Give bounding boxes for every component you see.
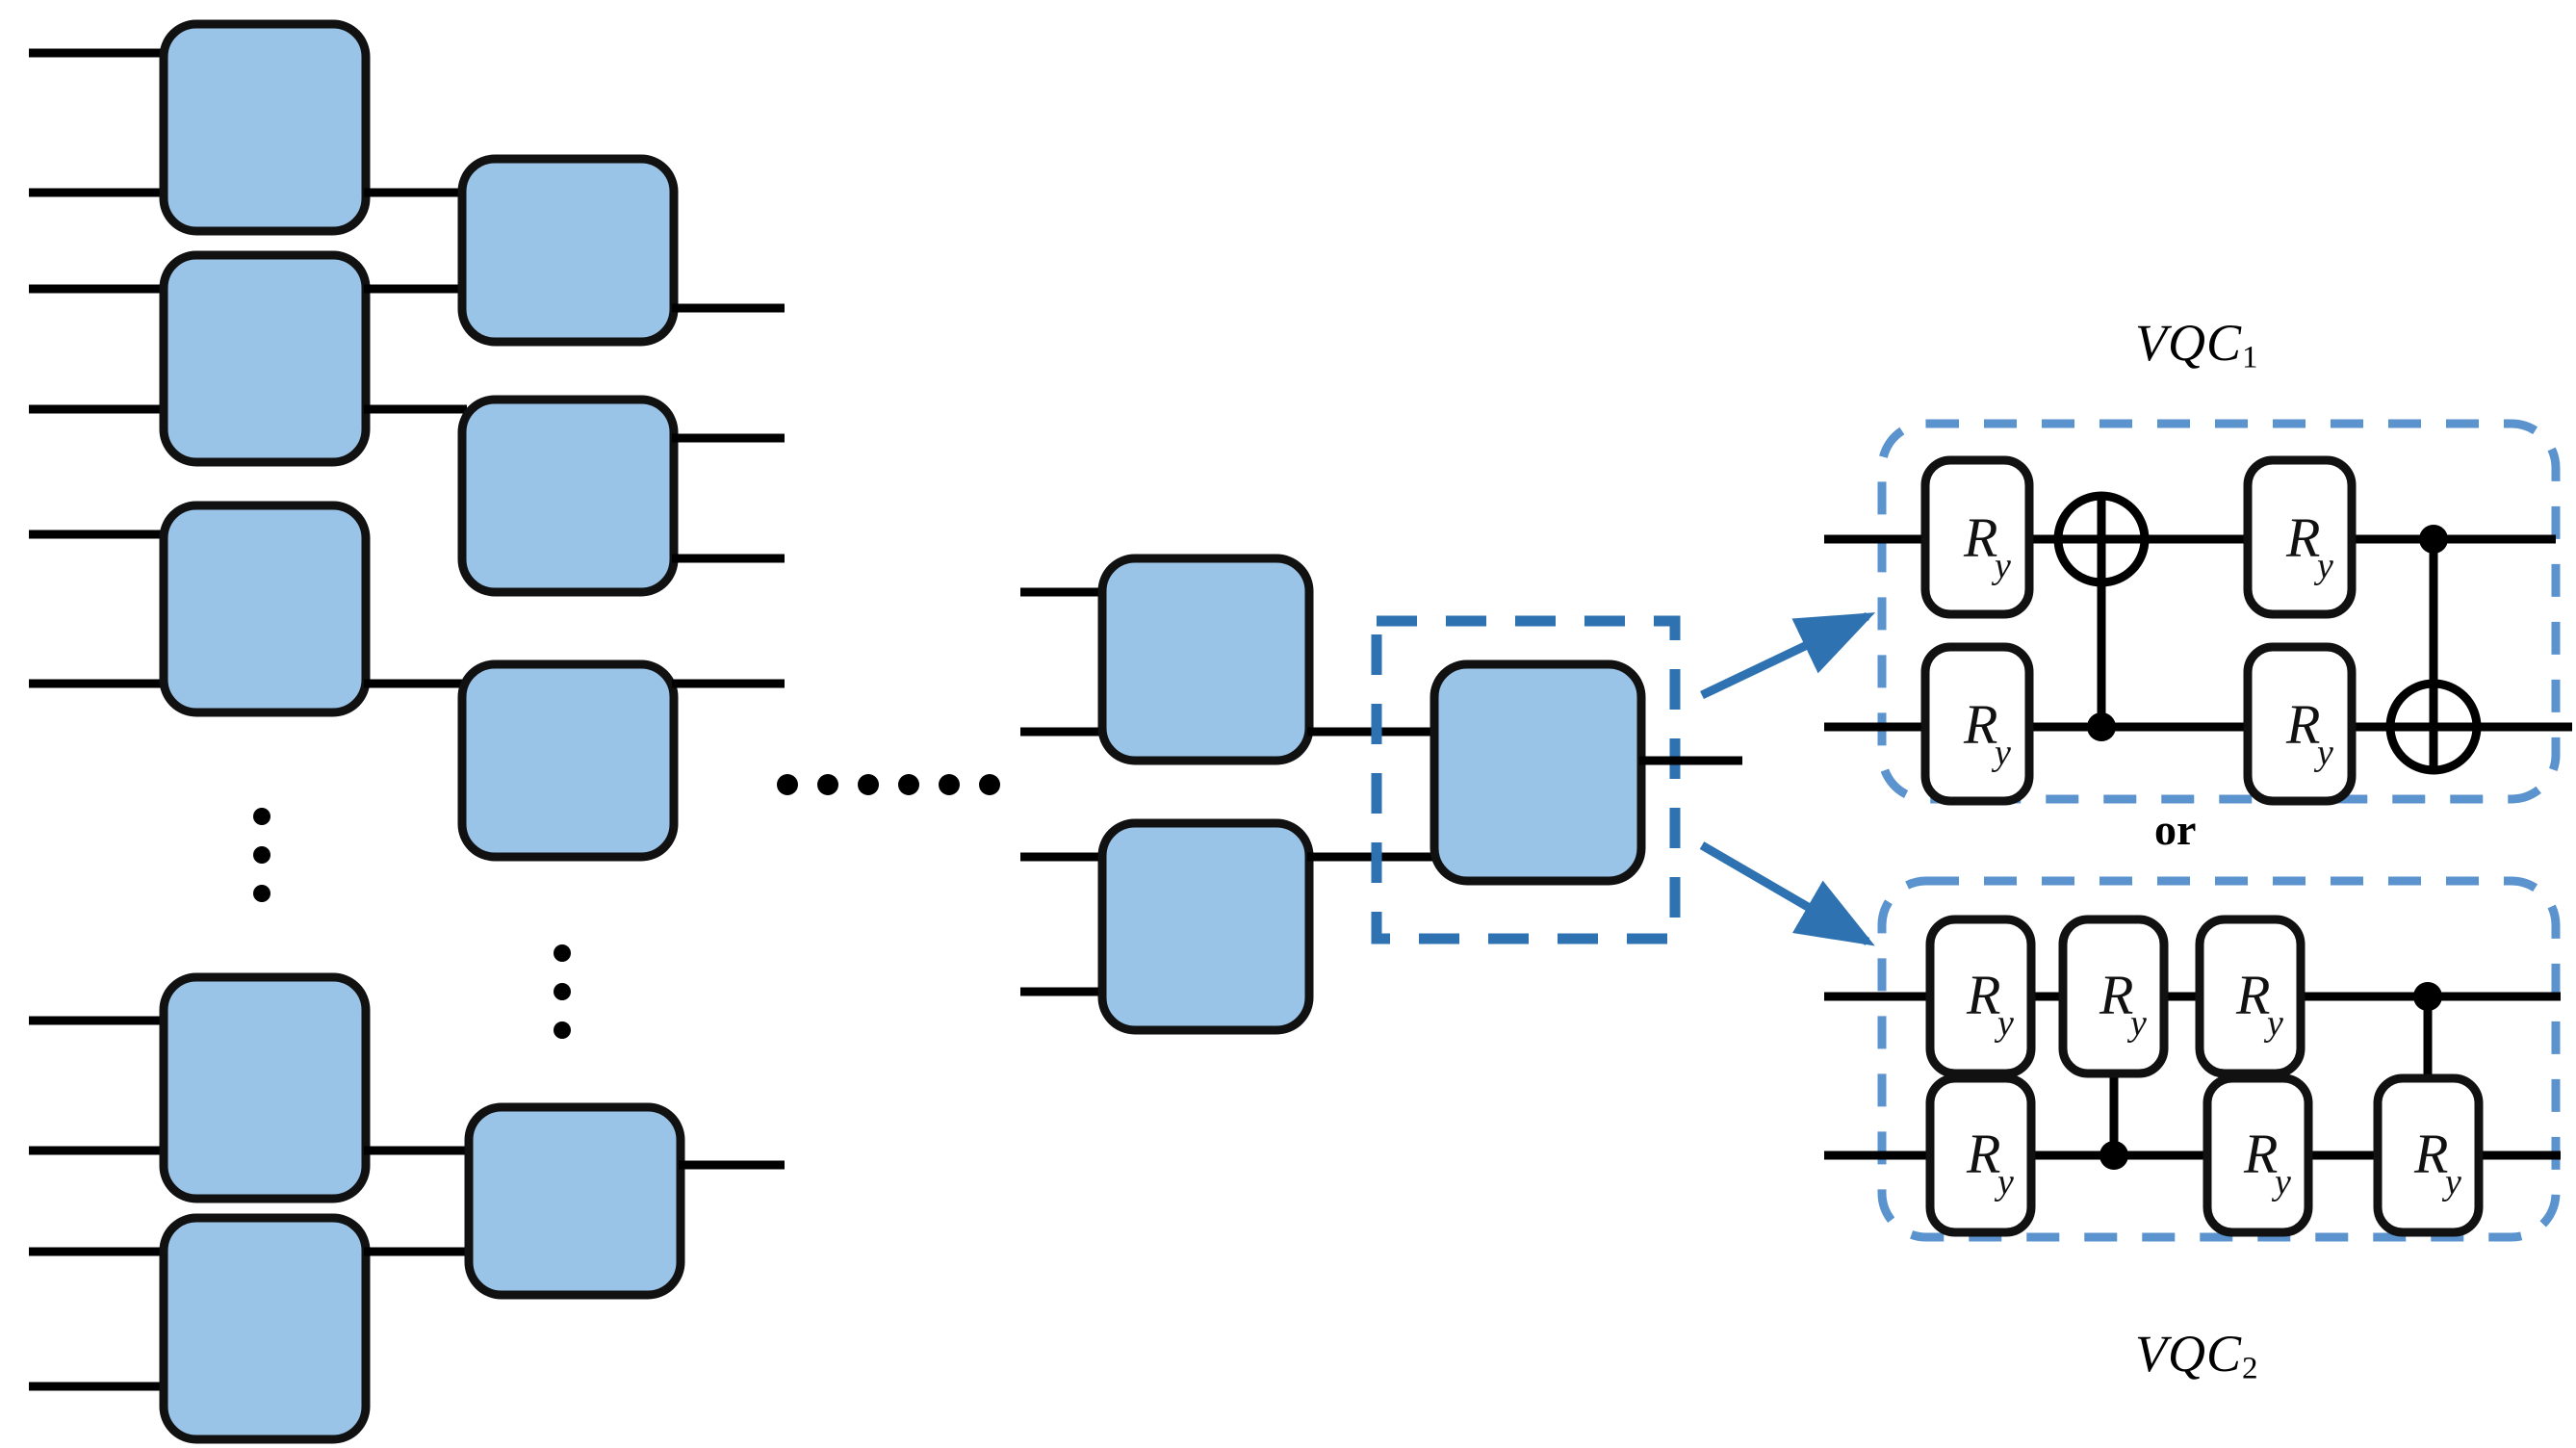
- ellipsis-dot: [554, 1021, 571, 1039]
- vqc2-group[interactable]: R y R y R y R y R y: [1824, 876, 2561, 1242]
- ry-gate-box[interactable]: [2243, 455, 2357, 619]
- unitary-block[interactable]: [1097, 818, 1314, 1035]
- unitary-block-c2[interactable]: [457, 395, 785, 597]
- ry-gate-subscript: y: [2313, 546, 2333, 586]
- vqc1-ry-q1-a[interactable]: R y: [1920, 642, 2034, 806]
- ellipsis-dot: [554, 983, 571, 1000]
- ry-gate-box[interactable]: [1920, 642, 2034, 806]
- ellipsis-dot: [858, 774, 879, 795]
- vqc2-label: VQC2: [2135, 1325, 2259, 1386]
- or-label: or: [2154, 805, 2197, 854]
- vertical-ellipsis-left: [253, 808, 270, 902]
- ry-gate-box[interactable]: [1920, 455, 2034, 619]
- vqc2-cry-q0[interactable]: R y: [2058, 915, 2169, 1078]
- ry-gate-subscript: y: [1994, 1003, 2014, 1044]
- unitary-block-b3[interactable]: [29, 501, 467, 717]
- vqc1-ry-q0-a[interactable]: R y: [1920, 455, 2034, 619]
- ry-gate-label: R: [2413, 1123, 2448, 1185]
- unitary-block-b1[interactable]: [29, 19, 467, 236]
- vqc2-ry-q1-b[interactable]: R y: [2202, 1073, 2313, 1237]
- vqc2-ry-q1-a[interactable]: R y: [1925, 1073, 2036, 1237]
- ry-gate-box[interactable]: [2058, 915, 2169, 1078]
- ry-gate-subscript: y: [1994, 1162, 2014, 1202]
- unitary-block-b2[interactable]: [29, 250, 467, 467]
- ry-gate-label: R: [2235, 964, 2270, 1026]
- ry-gate-subscript: y: [2441, 1162, 2461, 1202]
- highlight-dashed-box[interactable]: [1371, 615, 1681, 944]
- tree-top-cluster: [29, 19, 785, 862]
- ry-gate-subscript: y: [1991, 733, 2011, 773]
- vqc1-ry-q0-b[interactable]: R y: [2243, 455, 2357, 619]
- vqc1-label: VQC1: [2135, 314, 2259, 375]
- horizontal-ellipsis: [777, 774, 1000, 795]
- ry-gate-label: R: [2285, 506, 2320, 569]
- unitary-block-c4[interactable]: [464, 1102, 785, 1300]
- ry-gate-label: R: [2099, 964, 2133, 1026]
- ry-gate-label: R: [2243, 1123, 2278, 1185]
- ellipsis-dot: [253, 846, 270, 864]
- ellipsis-dot: [979, 774, 1000, 795]
- ry-gate-box[interactable]: [1925, 1073, 2036, 1237]
- vqc1-ry-q1-b[interactable]: R y: [2243, 642, 2357, 806]
- ellipsis-dot: [777, 774, 798, 795]
- ellipsis-dot: [898, 774, 919, 795]
- ry-gate-label: R: [1966, 1123, 2000, 1185]
- ry-gate-box[interactable]: [2202, 1073, 2313, 1237]
- unitary-block[interactable]: [457, 659, 679, 862]
- ry-gate-subscript: y: [2313, 733, 2333, 773]
- unitary-block-b5[interactable]: [29, 1213, 474, 1444]
- ry-gate-label: R: [1963, 693, 1997, 756]
- arrow-to-vqc1: [1700, 611, 1876, 700]
- unitary-block-c1[interactable]: [457, 154, 785, 347]
- vqc2-dashed-box[interactable]: [1877, 876, 2561, 1242]
- ry-gate-subscript: y: [2263, 1003, 2283, 1044]
- cry-control-dot-icon[interactable]: [2413, 982, 2442, 1011]
- ry-gate-label: R: [1963, 506, 1997, 569]
- ellipsis-dot: [253, 885, 270, 902]
- vqc2-ry-q0-b[interactable]: R y: [2195, 915, 2306, 1078]
- vqc2-cry-q1[interactable]: R y: [2373, 1073, 2484, 1237]
- ellipsis-dot: [939, 774, 960, 795]
- cry-control-dot-icon[interactable]: [2099, 1141, 2128, 1170]
- ry-gate-label: R: [1966, 964, 2000, 1026]
- unitary-block-c3[interactable]: [457, 659, 785, 862]
- unitary-block[interactable]: [1097, 554, 1314, 765]
- highlighted-block-group[interactable]: [1371, 615, 1742, 944]
- cnot-control-dot-icon[interactable]: [2087, 712, 2116, 741]
- unitary-block-b4[interactable]: [29, 972, 474, 1203]
- cnot-control-dot-icon[interactable]: [2419, 525, 2448, 554]
- ellipsis-dot: [817, 774, 838, 795]
- unitary-block[interactable]: [464, 1102, 685, 1300]
- ry-gate-subscript: y: [2271, 1162, 2291, 1202]
- ellipsis-dot: [554, 944, 571, 962]
- vqc1-group[interactable]: R y R y R y R y: [1824, 419, 2572, 806]
- unitary-block[interactable]: [457, 154, 679, 347]
- unitary-block[interactable]: [159, 501, 371, 717]
- unitary-block[interactable]: [159, 19, 371, 236]
- ry-gate-subscript: y: [2126, 1003, 2147, 1044]
- vqc2-ry-q0-a[interactable]: R y: [1925, 915, 2036, 1078]
- tree-stage3: [1020, 554, 1444, 1035]
- arrow-to-vqc2: [1699, 841, 1875, 946]
- ellipsis-dot: [253, 808, 270, 825]
- unitary-block[interactable]: [159, 972, 371, 1203]
- vertical-ellipsis-right: [554, 944, 571, 1039]
- ry-gate-box[interactable]: [1925, 915, 2036, 1078]
- unitary-block-e1[interactable]: [1430, 659, 1646, 886]
- ry-gate-label: R: [2285, 693, 2320, 756]
- unitary-block[interactable]: [457, 395, 679, 597]
- ry-gate-box[interactable]: [2243, 642, 2357, 806]
- ry-gate-box[interactable]: [2373, 1073, 2484, 1237]
- unitary-block-d1[interactable]: [1020, 554, 1444, 765]
- tree-bottom-cluster: [29, 972, 785, 1444]
- vqc1-dashed-box[interactable]: [1877, 419, 2561, 804]
- unitary-block[interactable]: [159, 1213, 371, 1444]
- unitary-block[interactable]: [159, 250, 371, 467]
- ry-gate-box[interactable]: [2195, 915, 2306, 1078]
- ry-gate-subscript: y: [1991, 546, 2011, 586]
